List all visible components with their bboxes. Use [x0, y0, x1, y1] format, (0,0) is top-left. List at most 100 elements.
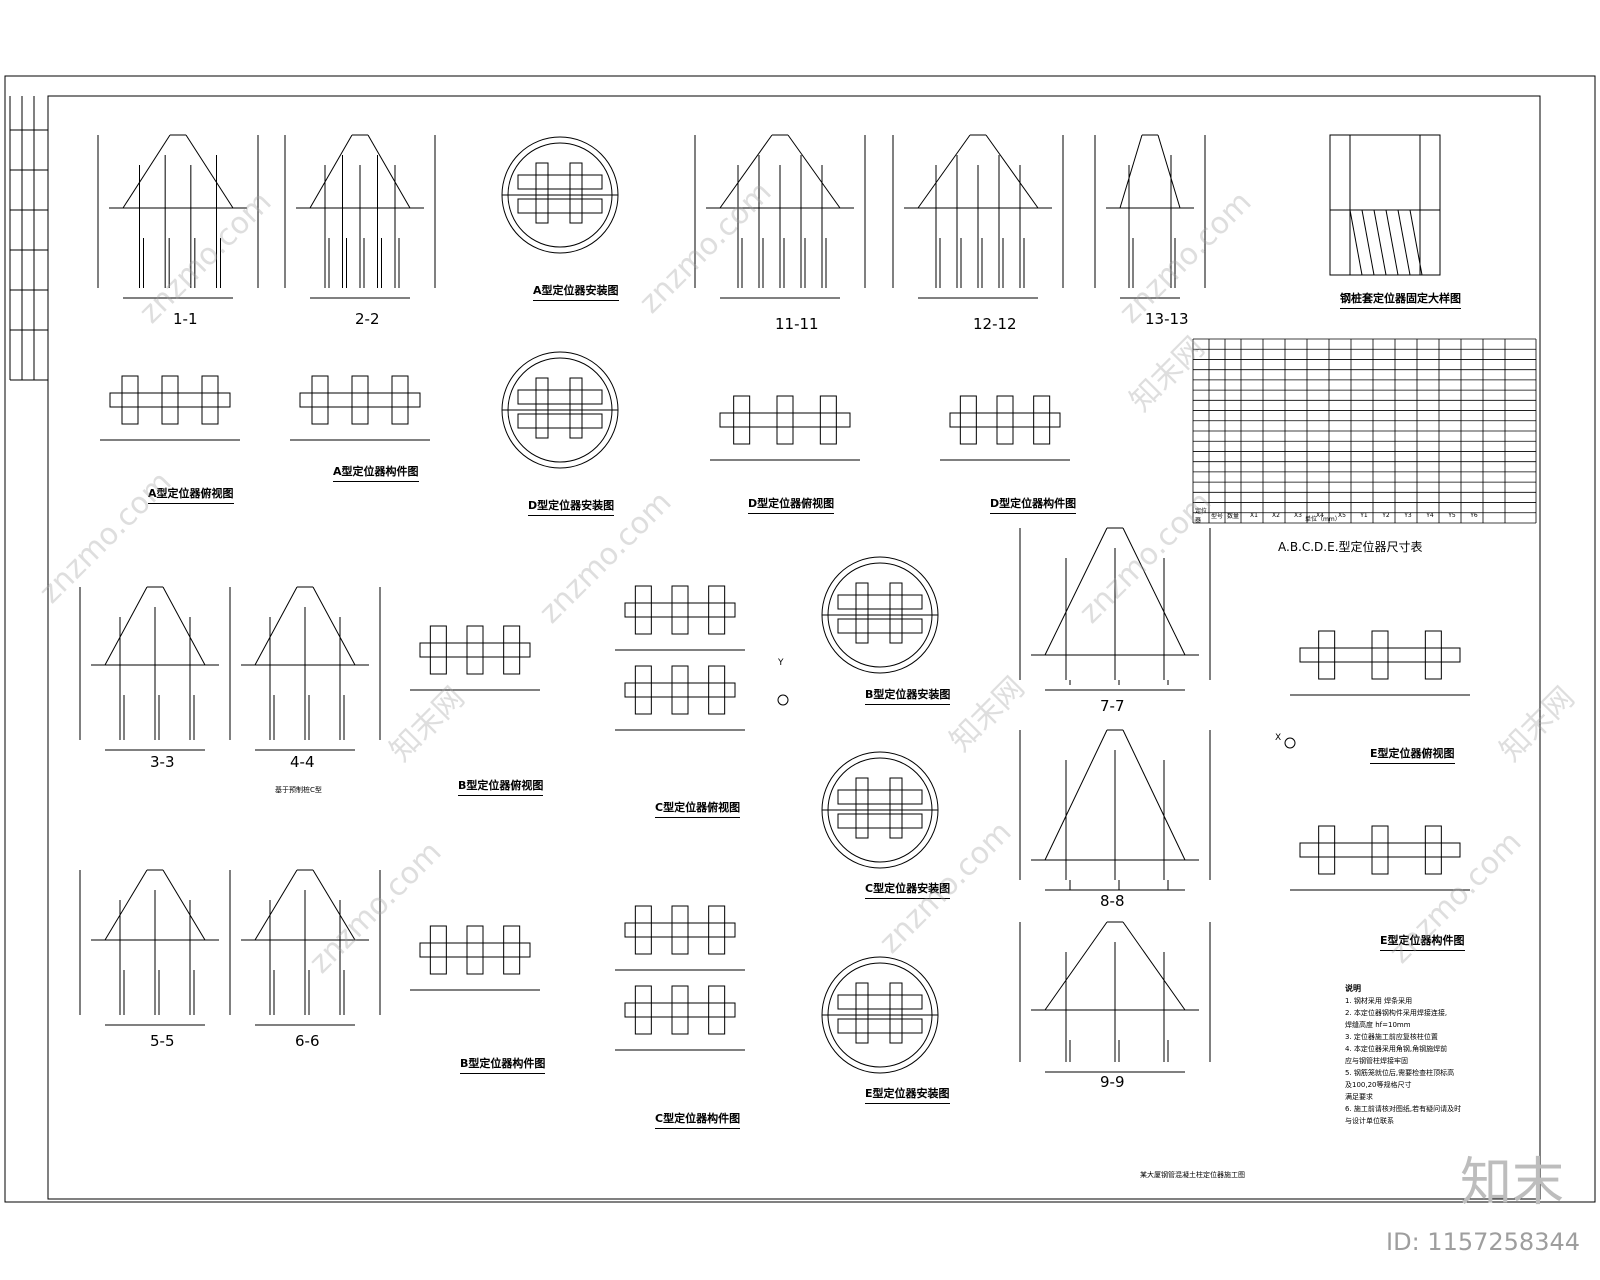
hatch-line: [1373, 209, 1387, 276]
bracket-edge: [312, 869, 356, 941]
bracket-edge: [104, 586, 148, 666]
notes-item: 2. 本定位器钢构件采用焊接连接,: [1345, 1009, 1448, 1017]
th-13: Y6: [1470, 511, 1478, 519]
bracket-edge: [312, 586, 356, 666]
notes-item: 1. 钢材采用 焊条采用: [1345, 997, 1413, 1005]
bracket-edge: [104, 869, 148, 941]
bracket-edge: [1122, 921, 1186, 1011]
bracket-edge: [162, 869, 206, 941]
positioner-bar: [889, 777, 903, 839]
bracket-edge: [254, 869, 298, 941]
positioner-beam: [949, 412, 1061, 428]
positioner-bar: [855, 777, 869, 839]
positioner-beam: [419, 642, 531, 658]
bracket-edge: [719, 134, 773, 209]
hatch-line: [1349, 209, 1363, 276]
caption-a-positioner-parts: A型定位器构件图: [333, 463, 419, 482]
positioner-beam: [109, 392, 231, 408]
notes-item: 满足要求: [1345, 1093, 1373, 1101]
positioner-bar: [855, 982, 869, 1044]
positioner-bar: [837, 594, 923, 610]
notes-item: 6. 施工前请核对图纸,若有疑问请及时: [1345, 1105, 1462, 1113]
section-label-2-2: 2-2: [355, 310, 380, 328]
positioner-plate: [503, 625, 521, 675]
bracket-edge: [1122, 729, 1186, 861]
notes-item: 及100,20等规格尺寸: [1345, 1081, 1412, 1089]
positioner-bar: [837, 789, 923, 805]
sheet-border: [4, 75, 1596, 1203]
positioner-plate: [201, 375, 219, 425]
caption-d-positioner-parts: D型定位器构件图: [990, 495, 1076, 514]
bracket-edge: [1119, 134, 1143, 209]
positioner-plate: [819, 395, 837, 445]
positioner-plate: [708, 665, 726, 715]
th-5: X3: [1294, 511, 1302, 519]
notes-item: 4. 本定位器采用角钢,角钢施焊前: [1345, 1045, 1448, 1053]
th-8: Y1: [1360, 511, 1368, 519]
positioner-plate: [466, 925, 484, 975]
bracket-edge: [1044, 527, 1108, 656]
section-label-11-11: 11-11: [775, 315, 819, 333]
bracket-edge: [254, 586, 298, 666]
th-3: X1: [1250, 511, 1258, 519]
brand-logo: 知末: [1459, 1153, 1564, 1213]
positioner-plate: [351, 375, 369, 425]
positioner-plate: [996, 395, 1014, 445]
th-1: 型号: [1211, 512, 1224, 520]
bracket-edge: [1157, 134, 1181, 209]
caption-e-positioner-top: E型定位器俯视图: [1370, 745, 1455, 764]
section-label-1-1: 1-1: [173, 310, 198, 328]
th-10: Y3: [1404, 511, 1412, 519]
caption-detail: 钢桩套定位器固定大样图: [1340, 290, 1461, 309]
bracket-edge: [1044, 921, 1108, 1011]
th-11: Y4: [1426, 511, 1434, 519]
th-2: 数量: [1227, 512, 1240, 520]
positioner-bar: [535, 377, 549, 439]
bracket-edge: [787, 134, 841, 209]
positioner-plate: [634, 665, 652, 715]
positioner-plate: [634, 985, 652, 1035]
positioner-plate: [121, 375, 139, 425]
section-label-6-6: 6-6: [295, 1032, 320, 1050]
positioner-beam: [624, 682, 736, 698]
positioner-plate: [671, 905, 689, 955]
th-7: X5: [1338, 511, 1346, 519]
th-4: X2: [1272, 511, 1280, 519]
hatch-line: [1397, 209, 1411, 276]
bracket-edge: [162, 586, 206, 666]
positioner-bar: [517, 389, 603, 405]
positioner-plate: [708, 585, 726, 635]
positioner-plate: [733, 395, 751, 445]
image-id: ID: 1157258344: [1386, 1228, 1580, 1256]
notes-item: 焊缝高度 hf=10mm: [1345, 1021, 1411, 1029]
positioner-bar: [837, 813, 923, 829]
positioner-plate: [1318, 630, 1336, 680]
positioner-plate: [708, 985, 726, 1035]
th-6: X4: [1316, 511, 1324, 519]
sheet-footer: 某大厦钢管混凝土柱定位器施工图: [1140, 1171, 1245, 1179]
positioner-bar: [517, 198, 603, 214]
th-0: 定位器: [1195, 508, 1208, 524]
caption-c-positioner-top: C型定位器俯视图: [655, 799, 740, 818]
positioner-beam: [624, 602, 736, 618]
bracket-edge: [122, 134, 171, 209]
section-label-3-3: 3-3: [150, 753, 175, 771]
positioner-beam: [299, 392, 421, 408]
notes-item: 3. 定位器施工前应复核柱位置: [1345, 1033, 1438, 1041]
bracket-edge: [1044, 729, 1108, 861]
axis-x-label: X: [1275, 733, 1282, 743]
positioner-beam: [624, 1002, 736, 1018]
positioner-plate: [1424, 630, 1442, 680]
caption-size-table: A.B.C.D.E.型定位器尺寸表: [1278, 540, 1423, 554]
caption-d-positioner-top: D型定位器俯视图: [748, 495, 834, 514]
positioner-plate: [634, 905, 652, 955]
positioner-plate: [1371, 825, 1389, 875]
positioner-bar: [855, 582, 869, 644]
section-label-8-8: 8-8: [1100, 892, 1125, 910]
positioner-beam: [1299, 647, 1461, 663]
caption-a-positioner-plan: A型定位器安装图: [533, 282, 619, 301]
positioner-plate: [776, 395, 794, 445]
caption-d-positioner-plan: D型定位器安装图: [528, 497, 614, 516]
positioner-bar: [837, 994, 923, 1010]
